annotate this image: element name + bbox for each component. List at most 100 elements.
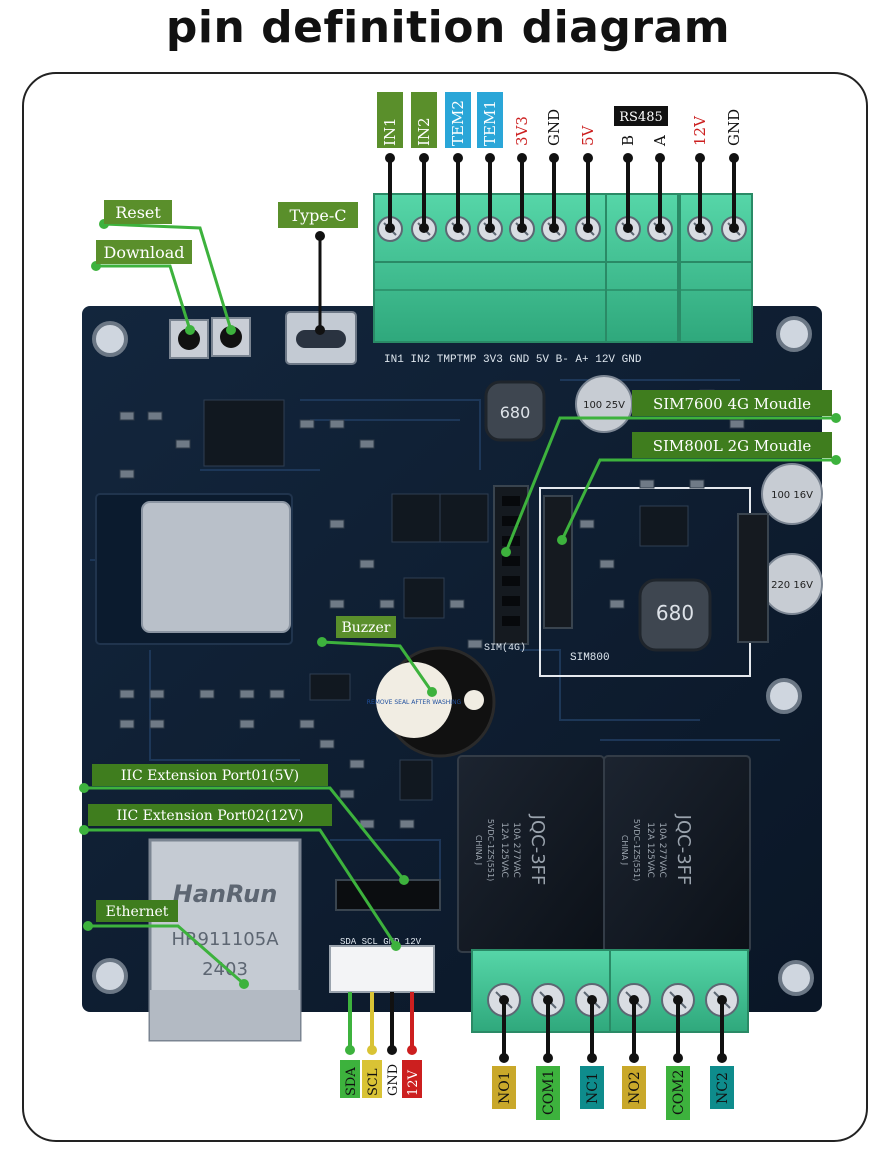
svg-text:12V: 12V	[691, 115, 709, 146]
diagram-frame	[22, 72, 868, 1142]
pin-leader-dot	[673, 995, 683, 1005]
smd-part	[239, 689, 255, 699]
pin-leader-dot	[629, 1053, 639, 1063]
svg-text:GND: GND	[725, 109, 743, 146]
svg-text:JQC-3FF: JQC-3FF	[673, 814, 694, 886]
smd-part	[609, 599, 625, 609]
rs485-label: RS485	[614, 106, 668, 126]
relay-pin-label-no1: NO1	[492, 1066, 516, 1109]
smd-part	[319, 739, 335, 749]
top-pin-label-5v: 5V	[579, 124, 597, 146]
pin-leader-dot	[485, 223, 495, 233]
reset-button[interactable]	[211, 317, 251, 357]
buzzer: REMOVE SEAL AFTER WASHING	[367, 646, 496, 758]
download-label: Download	[96, 240, 192, 264]
svg-text:NO1: NO1	[497, 1071, 513, 1104]
top-pin-label-in2: IN2	[411, 92, 437, 148]
ethernet-label: Ethernet	[96, 900, 178, 922]
smd-part	[119, 689, 135, 699]
inductor: 680	[638, 578, 712, 652]
ic-chip	[439, 493, 489, 543]
pin-leader-dot	[549, 153, 559, 163]
smd-part	[329, 519, 345, 529]
callout-leader	[103, 222, 233, 331]
svg-text:SDA: SDA	[344, 1067, 359, 1096]
pin-leader-dot	[315, 231, 325, 241]
ic-chip	[399, 759, 433, 801]
callout-leader	[84, 786, 406, 881]
top-pin-label-gnd: GND	[725, 109, 743, 146]
iic-port-02[interactable]	[329, 945, 435, 993]
svg-text:100 25V: 100 25V	[583, 400, 625, 411]
svg-text:100 16V: 100 16V	[771, 490, 813, 501]
svg-text:GND: GND	[545, 109, 563, 146]
pin-leader-dot	[583, 153, 593, 163]
pin-leader-dot	[655, 223, 665, 233]
smd-components	[119, 389, 745, 829]
rj45-jack[interactable]: HanRun HR911105A 2403	[148, 838, 302, 1042]
relay-pin-label-nc2: NC2	[710, 1066, 734, 1109]
top-pin-label-a: A	[651, 135, 669, 147]
capacitor: 100 25V	[575, 375, 633, 433]
svg-text:TEM2: TEM2	[449, 100, 467, 146]
pin-leader-dot	[499, 1053, 509, 1063]
pin-leader-dot	[79, 783, 89, 793]
pin-leader-dot	[419, 153, 429, 163]
svg-text:GND: GND	[386, 1064, 401, 1096]
buzzer-label: Buzzer	[336, 616, 396, 638]
relay-1: JQC-3FF 10A 277VAC 12A 125VAC 5VDC-1ZS(5…	[457, 755, 605, 953]
pin-leader-dot	[517, 223, 527, 233]
smd-part	[399, 819, 415, 829]
pin-leader-dot	[695, 153, 705, 163]
smd-part	[175, 439, 191, 449]
pin-leader-dot	[587, 995, 597, 1005]
ic-chip	[639, 505, 689, 547]
svg-text:NC2: NC2	[715, 1072, 731, 1104]
usb-type-c-port[interactable]	[285, 311, 357, 365]
ic-chip	[391, 493, 441, 543]
smd-part	[329, 419, 345, 429]
capacitor: 220 16V	[761, 553, 823, 615]
svg-text:CHINA J: CHINA J	[474, 835, 483, 865]
pin-leader-dot	[399, 875, 409, 885]
top-pin-label-12v: 12V	[691, 115, 709, 146]
buzzer-sticker-text: REMOVE SEAL AFTER WASHING	[367, 699, 462, 706]
svg-text:10A 277VAC: 10A 277VAC	[657, 822, 667, 878]
pin-leader-dot	[367, 1045, 377, 1055]
leader-lines	[79, 153, 841, 1063]
svg-text:Ethernet: Ethernet	[106, 904, 169, 920]
svg-text:5VDC-1ZS(551): 5VDC-1ZS(551)	[486, 819, 495, 881]
callout-leader	[96, 264, 192, 331]
reset-label: Reset	[104, 200, 172, 224]
svg-text:3V3: 3V3	[513, 116, 531, 146]
svg-text:NC1: NC1	[585, 1072, 601, 1104]
smd-part	[599, 559, 615, 569]
smd-part	[329, 599, 345, 609]
svg-text:SIM800: SIM800	[570, 652, 610, 664]
sim800l-area: SIM800	[539, 487, 769, 677]
pin-leader-dot	[226, 325, 236, 335]
pin-leader-dot	[391, 941, 401, 951]
pin-leader-dot	[453, 223, 463, 233]
top-pin-label-tem2: TEM2	[445, 92, 471, 148]
ic-chip	[309, 673, 351, 701]
relay-pin-label-com2: COM2	[666, 1066, 690, 1120]
pin-leader-dot	[345, 1045, 355, 1055]
relay-2: JQC-3FF 10A 277VAC 12A 125VAC 5VDC-1ZS(5…	[603, 755, 751, 953]
smd-part	[147, 411, 163, 421]
svg-text:5VDC-1ZS(551): 5VDC-1ZS(551)	[632, 819, 641, 881]
mount-hole	[766, 678, 802, 714]
iic-pin-label-gnd: GND	[386, 1064, 401, 1096]
callout-leader	[560, 458, 836, 541]
smd-part	[359, 559, 375, 569]
smd-part	[149, 719, 165, 729]
pin-leader-dot	[385, 223, 395, 233]
svg-text:2403: 2403	[202, 959, 248, 980]
pin-leader-dot	[185, 325, 195, 335]
svg-text:Type-C: Type-C	[289, 206, 346, 225]
callout-leader	[88, 924, 245, 986]
sim800l-label: SIM800L 2G Moudle	[632, 432, 832, 458]
mount-hole	[778, 960, 814, 996]
